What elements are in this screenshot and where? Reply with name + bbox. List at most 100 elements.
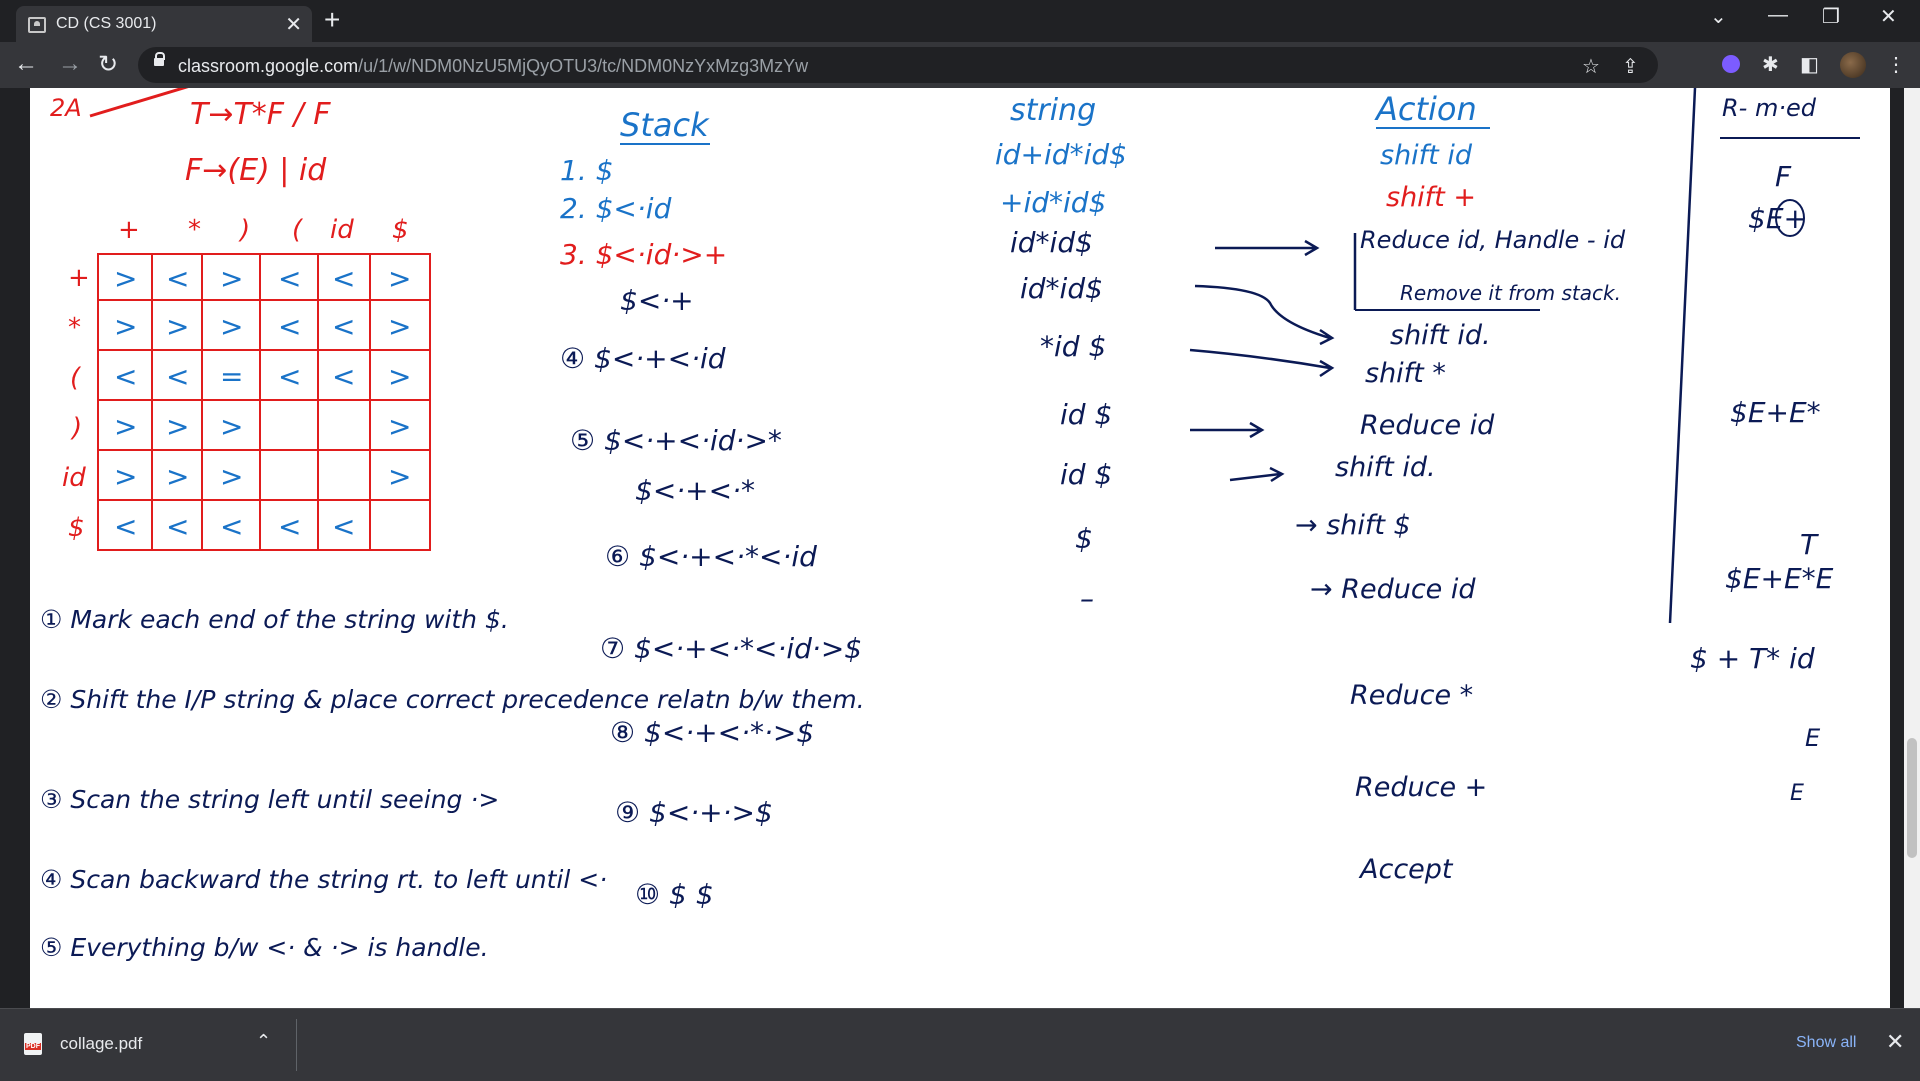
extensions-puzzle-icon[interactable]: ✱ (1762, 54, 1779, 76)
cell-r2c2: > (166, 310, 189, 343)
right-divider (1668, 87, 1697, 624)
cell-r1c5: < (332, 262, 355, 295)
col-header-id: id (330, 215, 354, 245)
download-item-collage[interactable]: PDF collage.pdf ⌃ (24, 1029, 294, 1061)
vertical-scrollbar[interactable] (1904, 88, 1920, 1008)
cell-r6c5: < (332, 510, 355, 543)
reload-button[interactable]: ↻ (98, 51, 119, 78)
string-step-3: id*id$ (1010, 226, 1093, 259)
cell-r6c3: < (220, 510, 243, 543)
stack-header: Stack (620, 106, 710, 144)
cell-r5c3: > (220, 460, 243, 493)
cell-r1c1: > (114, 262, 137, 295)
address-bar[interactable]: classroom.google.com/u/1/w/NDM0NzU5MjQyO… (138, 47, 1658, 83)
right-header: R- m·ed (1722, 94, 1817, 122)
action-step-4: shift id. (1390, 320, 1491, 351)
chrome-menu-icon[interactable]: ⋮ (1886, 54, 1906, 76)
table-row-labels: + * ( ) id $ (62, 263, 90, 543)
tab-strip: CD (CS 3001) ✕ + ⌄ — ❐ ✕ (0, 0, 1920, 42)
download-divider (296, 1019, 297, 1071)
action-step-6: Reduce id (1360, 410, 1495, 441)
string-step-5: *id $ (1040, 330, 1106, 363)
stack-step-1: 1. $ (560, 154, 613, 187)
tab-cd-cs3001[interactable]: CD (CS 3001) ✕ (16, 6, 312, 42)
minimize-button[interactable]: — (1768, 4, 1788, 26)
col-header-plus: + (118, 215, 140, 245)
download-filename: collage.pdf (60, 1034, 143, 1053)
new-tab-button[interactable]: + (324, 4, 341, 35)
cell-r3c6: > (388, 360, 411, 393)
page-viewport: T→T*F / F F→(E) | id 2A + * ) ( id $ (0, 81, 1920, 1008)
action-step-8: → shift $ (1295, 510, 1411, 541)
stack-step-7: ⑦ $<·+<·*<·id·>$ (600, 632, 862, 665)
string-steps: id+id*id$ +id*id$ id*id$ id*id$ *id $ id… (995, 138, 1127, 615)
grammar-block: T→T*F / F F→(E) | id (185, 97, 331, 188)
chevron-up-icon[interactable]: ⌃ (256, 1031, 272, 1051)
extension-icon[interactable] (1722, 55, 1740, 73)
right-note-3: $E+E*E (1725, 562, 1834, 595)
grammar-line-2: F→(E) | id (185, 153, 327, 188)
cell-r2c4: < (278, 310, 301, 343)
cell-r1c4: < (278, 262, 301, 295)
download-bar-close-icon[interactable]: ✕ (1886, 1029, 1905, 1054)
share-icon[interactable]: ⇪ (1622, 56, 1639, 78)
cell-r5c2: > (166, 460, 189, 493)
side-panel-icon[interactable]: ◧ (1800, 54, 1819, 76)
url-text[interactable]: classroom.google.com/u/1/w/NDM0NzU5MjQyO… (178, 56, 808, 77)
stack-step-3: 3. $<·id·>+ (560, 238, 727, 271)
col-header-dollar: $ (392, 215, 409, 245)
stack-step-4: ④ $<·+<·id (560, 342, 726, 375)
right-note-t: T (1800, 528, 1819, 561)
restore-button[interactable]: ❐ (1822, 6, 1840, 28)
precedence-table: + * ) ( id $ + * (62, 215, 431, 551)
red-underline-stroke (89, 81, 201, 118)
table-header-row: + * ) ( id $ (118, 215, 409, 245)
cell-r1c2: < (166, 262, 189, 295)
action-step-9: → Reduce id (1310, 574, 1476, 605)
profile-avatar[interactable] (1840, 52, 1866, 78)
action-step-2: shift + (1386, 182, 1476, 213)
show-all-downloads-button[interactable]: Show all (1796, 1034, 1857, 1051)
stack-step-5b: $<·+<·* (635, 474, 755, 507)
stack-steps: 1. $ 2. $<·id 3. $<·id·>+ $<·+ ④ $<·+<·i… (560, 154, 862, 911)
row-label-star: * (68, 313, 81, 343)
table-cells: > < > < < > > > > < < > < < = < < (114, 262, 411, 543)
action-step-7: shift id. (1335, 452, 1436, 483)
cell-r4c2: > (166, 410, 189, 443)
back-button[interactable]: ← (14, 50, 38, 77)
stack-step-3b: $<·+ (620, 284, 694, 317)
string-step-9: – (1080, 582, 1094, 615)
scrollbar-thumb[interactable] (1907, 738, 1917, 858)
forward-button[interactable]: → (58, 50, 82, 77)
right-note-e2: E (1790, 781, 1804, 806)
tab-search-icon[interactable]: ⌄ (1710, 6, 1727, 28)
cell-r6c4: < (278, 510, 301, 543)
cell-r2c3: > (220, 310, 243, 343)
action-steps: shift id shift + Reduce id, Handle - id … (1295, 140, 1626, 885)
tab-title: CD (CS 3001) (56, 15, 157, 32)
window-close-button[interactable]: ✕ (1880, 6, 1897, 28)
cell-r3c5: < (332, 360, 355, 393)
url-path: /u/1/w/NDM0NzU5MjQyOTU3/tc/NDM0NzYxMzg3M… (358, 56, 809, 76)
stack-step-8: ⑧ $<·+<·*·>$ (610, 716, 814, 749)
string-step-1: id+id*id$ (995, 138, 1127, 171)
string-step-7: id $ (1060, 458, 1112, 491)
cell-r6c1: < (114, 510, 137, 543)
circled-e (1775, 199, 1805, 237)
classroom-favicon-icon (28, 17, 46, 33)
string-step-4: id*id$ (1020, 272, 1103, 305)
grammar-line-1: T→T*F / F (190, 97, 331, 132)
action-step-11: Reduce + (1355, 772, 1487, 803)
lock-icon[interactable] (154, 52, 165, 66)
cell-r3c4: < (278, 360, 301, 393)
table-grid (97, 253, 431, 551)
download-bar: PDF collage.pdf ⌃ Show all ✕ (0, 1008, 1920, 1081)
stack-step-10: ⑩ $ $ (635, 878, 714, 911)
bookmark-star-icon[interactable]: ☆ (1582, 56, 1600, 78)
row-label-dollar: $ (68, 513, 85, 543)
rule-5: ⑤ Everything b/w <· & ·> is handle. (40, 933, 489, 962)
tab-close-icon[interactable]: ✕ (285, 14, 302, 36)
cell-r2c1: > (114, 310, 137, 343)
action-step-5: shift * (1365, 358, 1446, 389)
rule-1: ① Mark each end of the string with $. (40, 605, 509, 634)
